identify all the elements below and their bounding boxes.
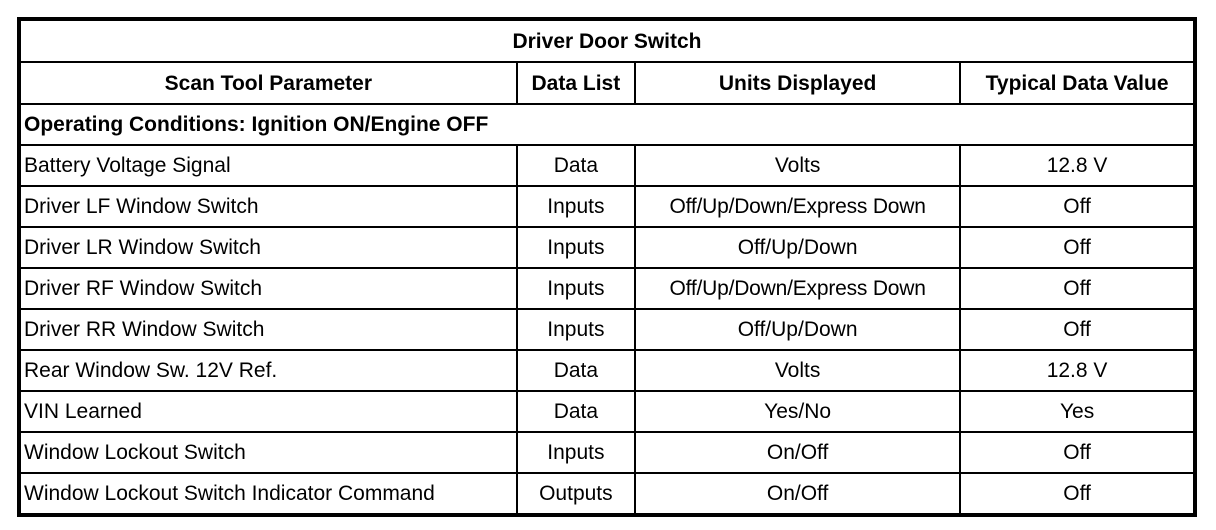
cell-typical-value: Off bbox=[959, 431, 1196, 474]
cell-data-list: Inputs bbox=[515, 267, 637, 310]
cell-typical-value: Yes bbox=[959, 390, 1196, 433]
table-title: Driver Door Switch bbox=[18, 18, 1196, 63]
cell-parameter: Battery Voltage Signal bbox=[18, 144, 518, 187]
cell-data-list: Data bbox=[515, 349, 637, 392]
cell-units: Off/Up/Down bbox=[634, 308, 962, 351]
table-row: VIN Learned Data Yes/No Yes bbox=[18, 390, 1196, 433]
cell-units: Off/Up/Down bbox=[634, 226, 962, 269]
cell-data-list: Inputs bbox=[515, 185, 637, 228]
cell-typical-value: Off bbox=[959, 267, 1196, 310]
cell-data-list: Inputs bbox=[515, 226, 637, 269]
cell-parameter: VIN Learned bbox=[18, 390, 518, 433]
cell-units: Volts bbox=[634, 349, 962, 392]
column-header-units-displayed: Units Displayed bbox=[634, 61, 962, 105]
table-row: Window Lockout Switch Indicator Command … bbox=[18, 472, 1196, 516]
cell-typical-value: Off bbox=[959, 308, 1196, 351]
table-row: Driver RF Window Switch Inputs Off/Up/Do… bbox=[18, 267, 1196, 310]
table-row: Driver RR Window Switch Inputs Off/Up/Do… bbox=[18, 308, 1196, 351]
cell-typical-value: Off bbox=[959, 472, 1196, 516]
table-row: Rear Window Sw. 12V Ref. Data Volts 12.8… bbox=[18, 349, 1196, 392]
title-row: Driver Door Switch bbox=[18, 18, 1196, 63]
column-header-typical-data-value: Typical Data Value bbox=[959, 61, 1196, 105]
cell-typical-value: 12.8 V bbox=[959, 144, 1196, 187]
cell-units: Off/Up/Down/Express Down bbox=[634, 185, 962, 228]
cell-units: Off/Up/Down/Express Down bbox=[634, 267, 962, 310]
cell-typical-value: 12.8 V bbox=[959, 349, 1196, 392]
cell-data-list: Outputs bbox=[515, 472, 637, 516]
driver-door-switch-datalist-table: Driver Door Switch Scan Tool Parameter D… bbox=[17, 17, 1197, 517]
operating-conditions-label: Operating Conditions: Ignition ON/Engine… bbox=[18, 103, 1196, 146]
table-body: Driver Door Switch Scan Tool Parameter D… bbox=[18, 18, 1196, 516]
cell-typical-value: Off bbox=[959, 226, 1196, 269]
cell-parameter: Driver RR Window Switch bbox=[18, 308, 518, 351]
cell-parameter: Driver LR Window Switch bbox=[18, 226, 518, 269]
cell-parameter: Window Lockout Switch bbox=[18, 431, 518, 474]
cell-units: On/Off bbox=[634, 472, 962, 516]
cell-parameter: Rear Window Sw. 12V Ref. bbox=[18, 349, 518, 392]
column-header-data-list: Data List bbox=[515, 61, 637, 105]
cell-data-list: Inputs bbox=[515, 431, 637, 474]
cell-parameter: Driver RF Window Switch bbox=[18, 267, 518, 310]
column-header-scan-tool-parameter: Scan Tool Parameter bbox=[18, 61, 518, 105]
table-row: Window Lockout Switch Inputs On/Off Off bbox=[18, 431, 1196, 474]
table-row: Driver LR Window Switch Inputs Off/Up/Do… bbox=[18, 226, 1196, 269]
cell-typical-value: Off bbox=[959, 185, 1196, 228]
cell-units: Yes/No bbox=[634, 390, 962, 433]
header-row: Scan Tool Parameter Data List Units Disp… bbox=[18, 61, 1196, 105]
section-row-operating-conditions: Operating Conditions: Ignition ON/Engine… bbox=[18, 103, 1196, 146]
cell-units: On/Off bbox=[634, 431, 962, 474]
table-row: Battery Voltage Signal Data Volts 12.8 V bbox=[18, 144, 1196, 187]
cell-data-list: Data bbox=[515, 390, 637, 433]
table-row: Driver LF Window Switch Inputs Off/Up/Do… bbox=[18, 185, 1196, 228]
cell-data-list: Data bbox=[515, 144, 637, 187]
cell-parameter: Driver LF Window Switch bbox=[18, 185, 518, 228]
cell-units: Volts bbox=[634, 144, 962, 187]
cell-data-list: Inputs bbox=[515, 308, 637, 351]
cell-parameter: Window Lockout Switch Indicator Command bbox=[18, 472, 518, 516]
spec-table: Driver Door Switch Scan Tool Parameter D… bbox=[17, 17, 1197, 517]
